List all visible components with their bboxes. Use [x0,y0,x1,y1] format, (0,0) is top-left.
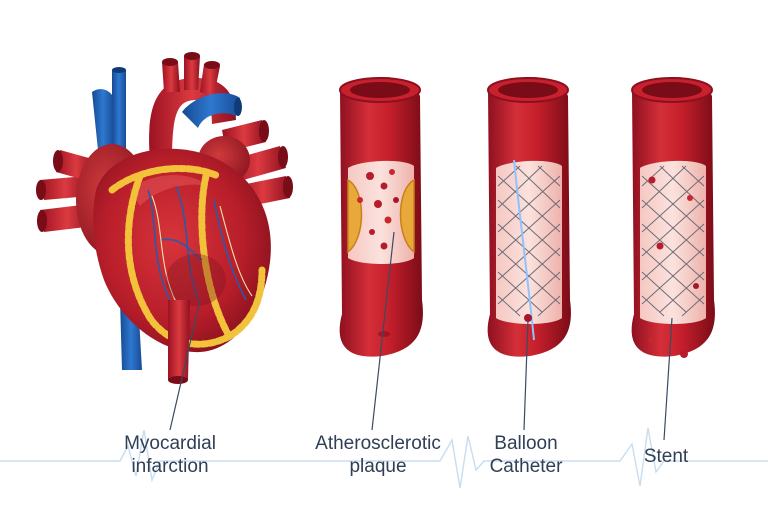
artery-stent-illustration [631,77,715,358]
label-line-2: Catheter [489,456,563,477]
artery-balloon-illustration [487,77,571,357]
pointer-line-plaque [371,231,395,431]
label-line-1: Atherosclerotic [315,433,441,454]
label-myocardial-infarction: Myocardial infarction [106,432,234,478]
label-line-2: infarction [131,456,209,477]
pointer-line-myocardial [169,299,201,431]
label-line-1: Stent [643,446,689,467]
label-stent: Stent [626,445,706,468]
pointer-line-stent [663,317,673,441]
label-line-2: plaque [349,456,407,477]
label-line-1: Balloon [494,433,558,454]
heart-illustration [36,52,293,384]
artery-plaque-illustration [339,77,423,357]
pointer-line-balloon [523,319,529,431]
label-balloon-catheter: Balloon Catheter [478,432,574,478]
label-line-1: Myocardial [124,433,216,454]
ecg-line [0,427,768,489]
label-atherosclerotic-plaque: Atherosclerotic plaque [300,432,456,478]
